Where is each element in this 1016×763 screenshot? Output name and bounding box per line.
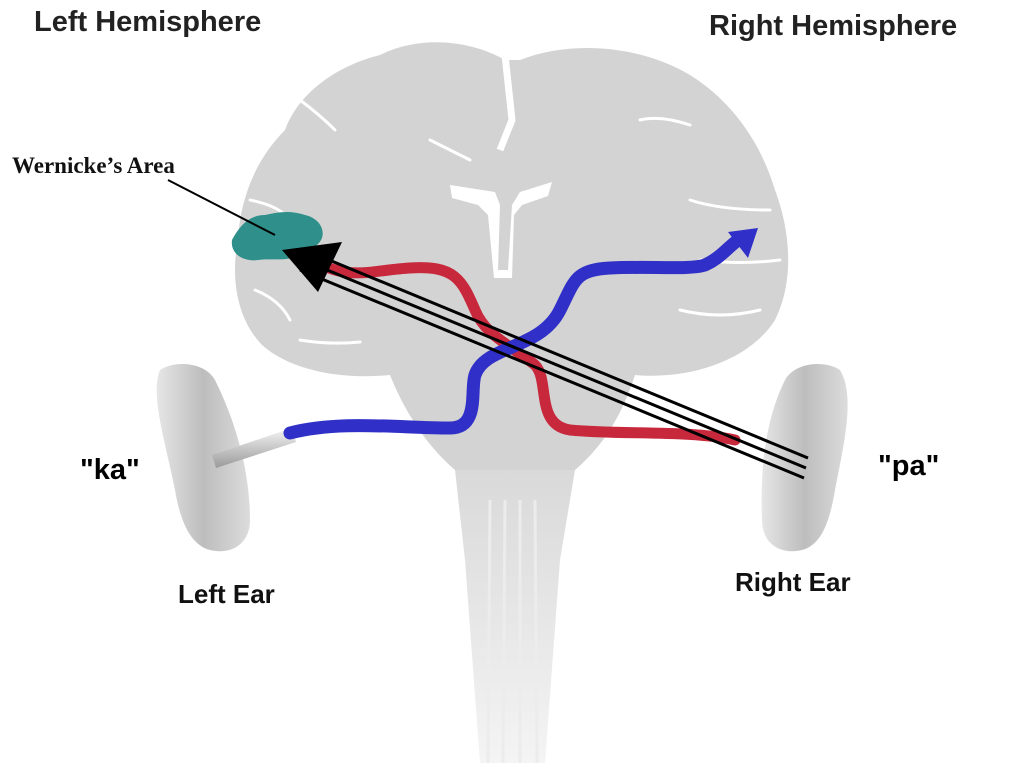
brain-stem (455, 470, 575, 763)
right-hemisphere-label: Right Hemisphere (709, 12, 957, 41)
right-syllable-label: "pa" (878, 452, 939, 481)
left-syllable-label: "ka" (80, 456, 140, 485)
left-ear-label: Left Ear (178, 581, 275, 607)
wernickes-area-label: Wernicke’s Area (12, 154, 175, 177)
right-ear-label: Right Ear (735, 569, 851, 595)
left-hemisphere-label: Left Hemisphere (34, 8, 261, 37)
